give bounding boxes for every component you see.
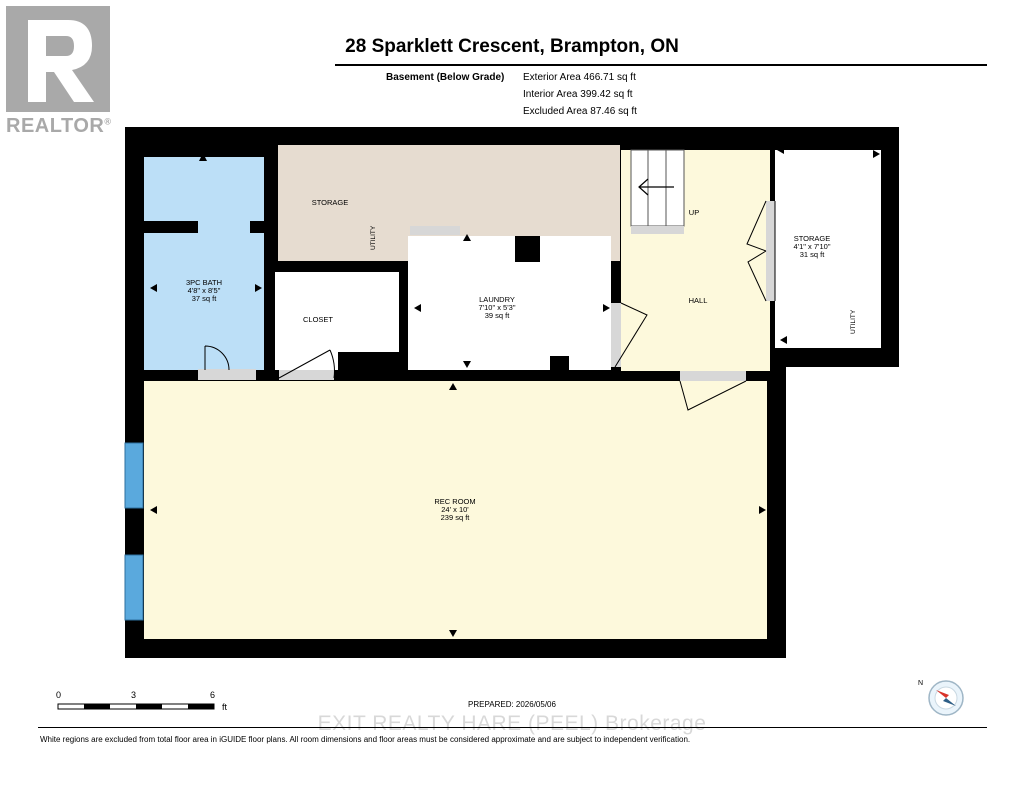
prepared-date: PREPARED: 2026/05/06	[468, 700, 556, 709]
bath-label: 3PC BATH 4'8" x 8'5" 37 sq ft	[164, 279, 244, 303]
bath-partition	[144, 221, 198, 233]
realtor-logo	[6, 6, 110, 112]
storage-right-area	[775, 150, 881, 348]
footer-rule	[38, 727, 987, 728]
window-bottom	[124, 554, 144, 621]
bath-area	[144, 157, 264, 370]
storage-right-name: STORAGE	[793, 234, 831, 243]
storage-right-area-text: 31 sq ft	[799, 250, 825, 259]
title-rule	[335, 64, 987, 66]
rec-room-area	[144, 381, 767, 639]
utility-right-label: UTILITY	[850, 309, 857, 334]
scale-tick-3: 3	[131, 690, 137, 700]
floor-name: Basement (Below Grade)	[386, 69, 504, 87]
laundry-area-text: 39 sq ft	[484, 311, 510, 320]
scale-unit: ft	[222, 702, 228, 712]
laundry-area	[408, 236, 611, 370]
rec-room-area-text: 239 sq ft	[440, 513, 470, 522]
bath-partition-right	[250, 221, 264, 233]
laundry-block	[550, 356, 569, 370]
laundry-name: LAUNDRY	[479, 295, 515, 304]
realtor-logo-word: REALTOR	[6, 115, 105, 137]
bath-area-text: 37 sq ft	[191, 294, 217, 303]
compass: N	[918, 678, 966, 718]
exterior-area: Exterior Area 466.71 sq ft	[523, 72, 636, 83]
brokerage-watermark: EXIT REALTY HARE (PEEL) Brokerage	[317, 712, 707, 735]
closet-name: CLOSET	[302, 315, 333, 324]
rec-room-label: REC ROOM 24' x 10' 239 sq ft	[415, 498, 495, 522]
scale-bar-graphic	[57, 703, 215, 710]
utility-main-label: UTILITY	[370, 225, 377, 250]
realtor-logo-text: REALTOR®	[6, 115, 111, 138]
scale-tick-0: 0	[56, 690, 62, 700]
compass-label: N	[918, 680, 924, 687]
laundry-dims: 7'10" x 5'3"	[478, 303, 516, 312]
bath-dims: 4'8" x 8'5"	[187, 286, 221, 295]
scale-tick-6: 6	[210, 690, 216, 700]
registered-mark: ®	[104, 116, 112, 127]
stairs-up-label: UP	[684, 209, 704, 217]
storage-main-label: STORAGE	[300, 199, 360, 207]
stairs-up-text: UP	[688, 208, 700, 217]
storage-main-name: STORAGE	[311, 198, 349, 207]
stairs	[630, 149, 685, 227]
storage-right-dims: 4'1" x 7'10"	[793, 242, 831, 251]
excluded-area: Excluded Area 87.46 sq ft	[523, 106, 637, 117]
scale-bar: 0 3 6 ft	[56, 690, 236, 716]
laundry-column	[515, 236, 540, 262]
laundry-label: LAUNDRY 7'10" x 5'3" 39 sq ft	[457, 296, 537, 320]
floor-name-text: Basement (Below Grade)	[386, 72, 505, 83]
hall-label: HALL	[678, 297, 718, 305]
rec-room-name: REC ROOM	[434, 497, 476, 506]
page-title: 28 Sparklett Crescent, Brampton, ON	[345, 36, 679, 57]
compass-icon	[928, 680, 964, 716]
closet-label: CLOSET	[290, 316, 346, 324]
realtor-logo-mark	[6, 6, 110, 112]
window-top	[124, 442, 144, 509]
bath-name: 3PC BATH	[185, 278, 223, 287]
interior-area: Interior Area 399.42 sq ft	[523, 89, 633, 100]
footnote: White regions are excluded from total fl…	[40, 735, 691, 744]
storage-right-label: STORAGE 4'1" x 7'10" 31 sq ft	[782, 235, 842, 259]
hall-name: HALL	[688, 296, 708, 305]
rec-room-dims: 24' x 10'	[441, 505, 469, 514]
closet-block	[338, 352, 399, 370]
